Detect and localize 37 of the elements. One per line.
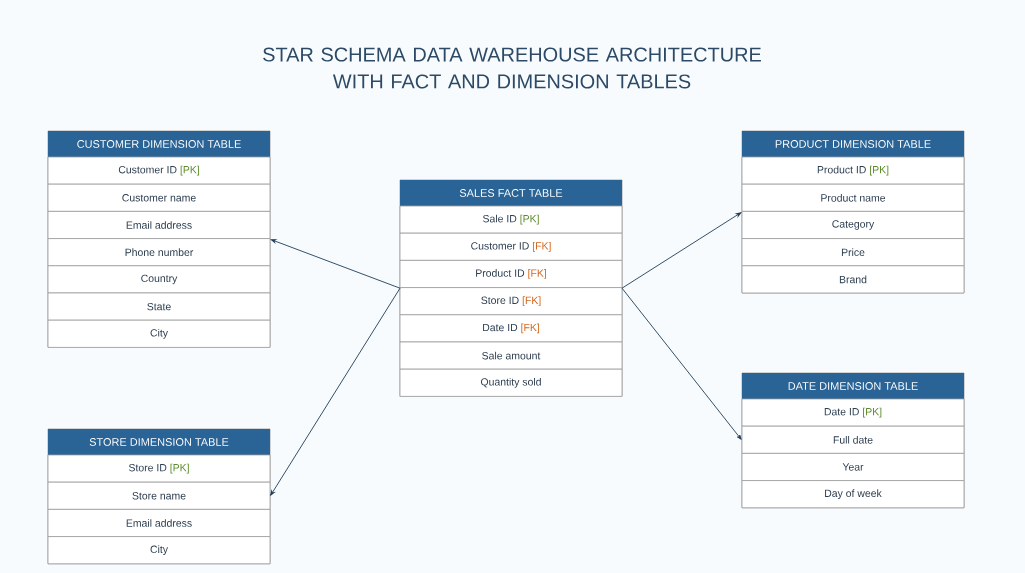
table-row: Product ID [PK] <box>741 156 965 185</box>
table-row: Customer ID [PK] <box>47 156 271 185</box>
table-row: Store ID [PK] <box>47 454 271 483</box>
table-row: City <box>47 536 271 565</box>
table-row: Store name <box>47 481 271 510</box>
table-row: Quantity sold <box>399 368 623 397</box>
table-row: Customer ID [FK] <box>399 232 623 261</box>
table-header: PRODUCT DIMENSION TABLE <box>742 131 964 157</box>
table-row: Phone number <box>47 238 271 267</box>
table-row: Store ID [FK] <box>399 287 623 316</box>
table-row: Day of week <box>741 480 965 509</box>
table-header: STORE DIMENSION TABLE <box>48 429 270 455</box>
table-row: Year <box>741 453 965 481</box>
table-row: Country <box>47 265 271 294</box>
table-row: Email address <box>47 509 271 537</box>
table-row: Email address <box>47 211 271 239</box>
table-row: Category <box>741 211 965 239</box>
table-row: Sale ID [PK] <box>399 205 623 234</box>
table-row: Sale amount <box>399 341 623 370</box>
table-row: Brand <box>741 265 965 294</box>
table-row: Full date <box>741 425 965 454</box>
arrow <box>270 287 401 496</box>
table-row: Customer name <box>47 183 271 212</box>
table-row: Date ID [PK] <box>741 398 965 427</box>
table-header: SALES FACT TABLE <box>400 180 622 206</box>
table-header: DATE DIMENSION TABLE <box>742 373 964 399</box>
title: STAR SCHEMA DATA WAREHOUSE ARCHITECTURE WITH FACT AND DIMENSION TABLES <box>263 47 761 89</box>
arrow <box>621 287 742 440</box>
table-row: Price <box>741 238 965 267</box>
arrow <box>270 239 401 289</box>
table-row: Date ID [FK] <box>399 314 623 343</box>
table-row: Product ID [FK] <box>399 260 623 288</box>
table-row: City <box>47 319 271 348</box>
table-row: State <box>47 292 271 321</box>
arrow <box>621 212 742 289</box>
table-header: CUSTOMER DIMENSION TABLE <box>48 131 270 157</box>
table-row: Product name <box>741 183 965 212</box>
